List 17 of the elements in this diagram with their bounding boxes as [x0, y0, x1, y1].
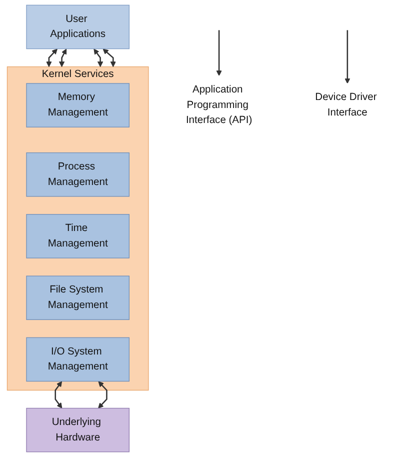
node-box: Process Management	[26, 152, 130, 197]
node-box: Time Management	[26, 214, 130, 258]
arrow	[216, 30, 222, 76]
arrow	[46, 48, 58, 67]
arrow	[58, 48, 67, 67]
node-box: I/O System Management	[26, 337, 130, 382]
arrow	[102, 48, 116, 67]
node-box: Underlying Hardware	[26, 408, 130, 452]
node-text: Application Programming Interface (API)	[186, 84, 252, 126]
node-box: User Applications	[26, 4, 130, 50]
node-box: File System Management	[26, 276, 130, 320]
arrow	[344, 30, 350, 84]
node-box: Memory Management	[26, 83, 130, 128]
arrow	[54, 381, 62, 408]
arrow	[98, 381, 108, 408]
node-text: Device Driver Interface	[315, 92, 377, 118]
arrow	[94, 48, 104, 67]
